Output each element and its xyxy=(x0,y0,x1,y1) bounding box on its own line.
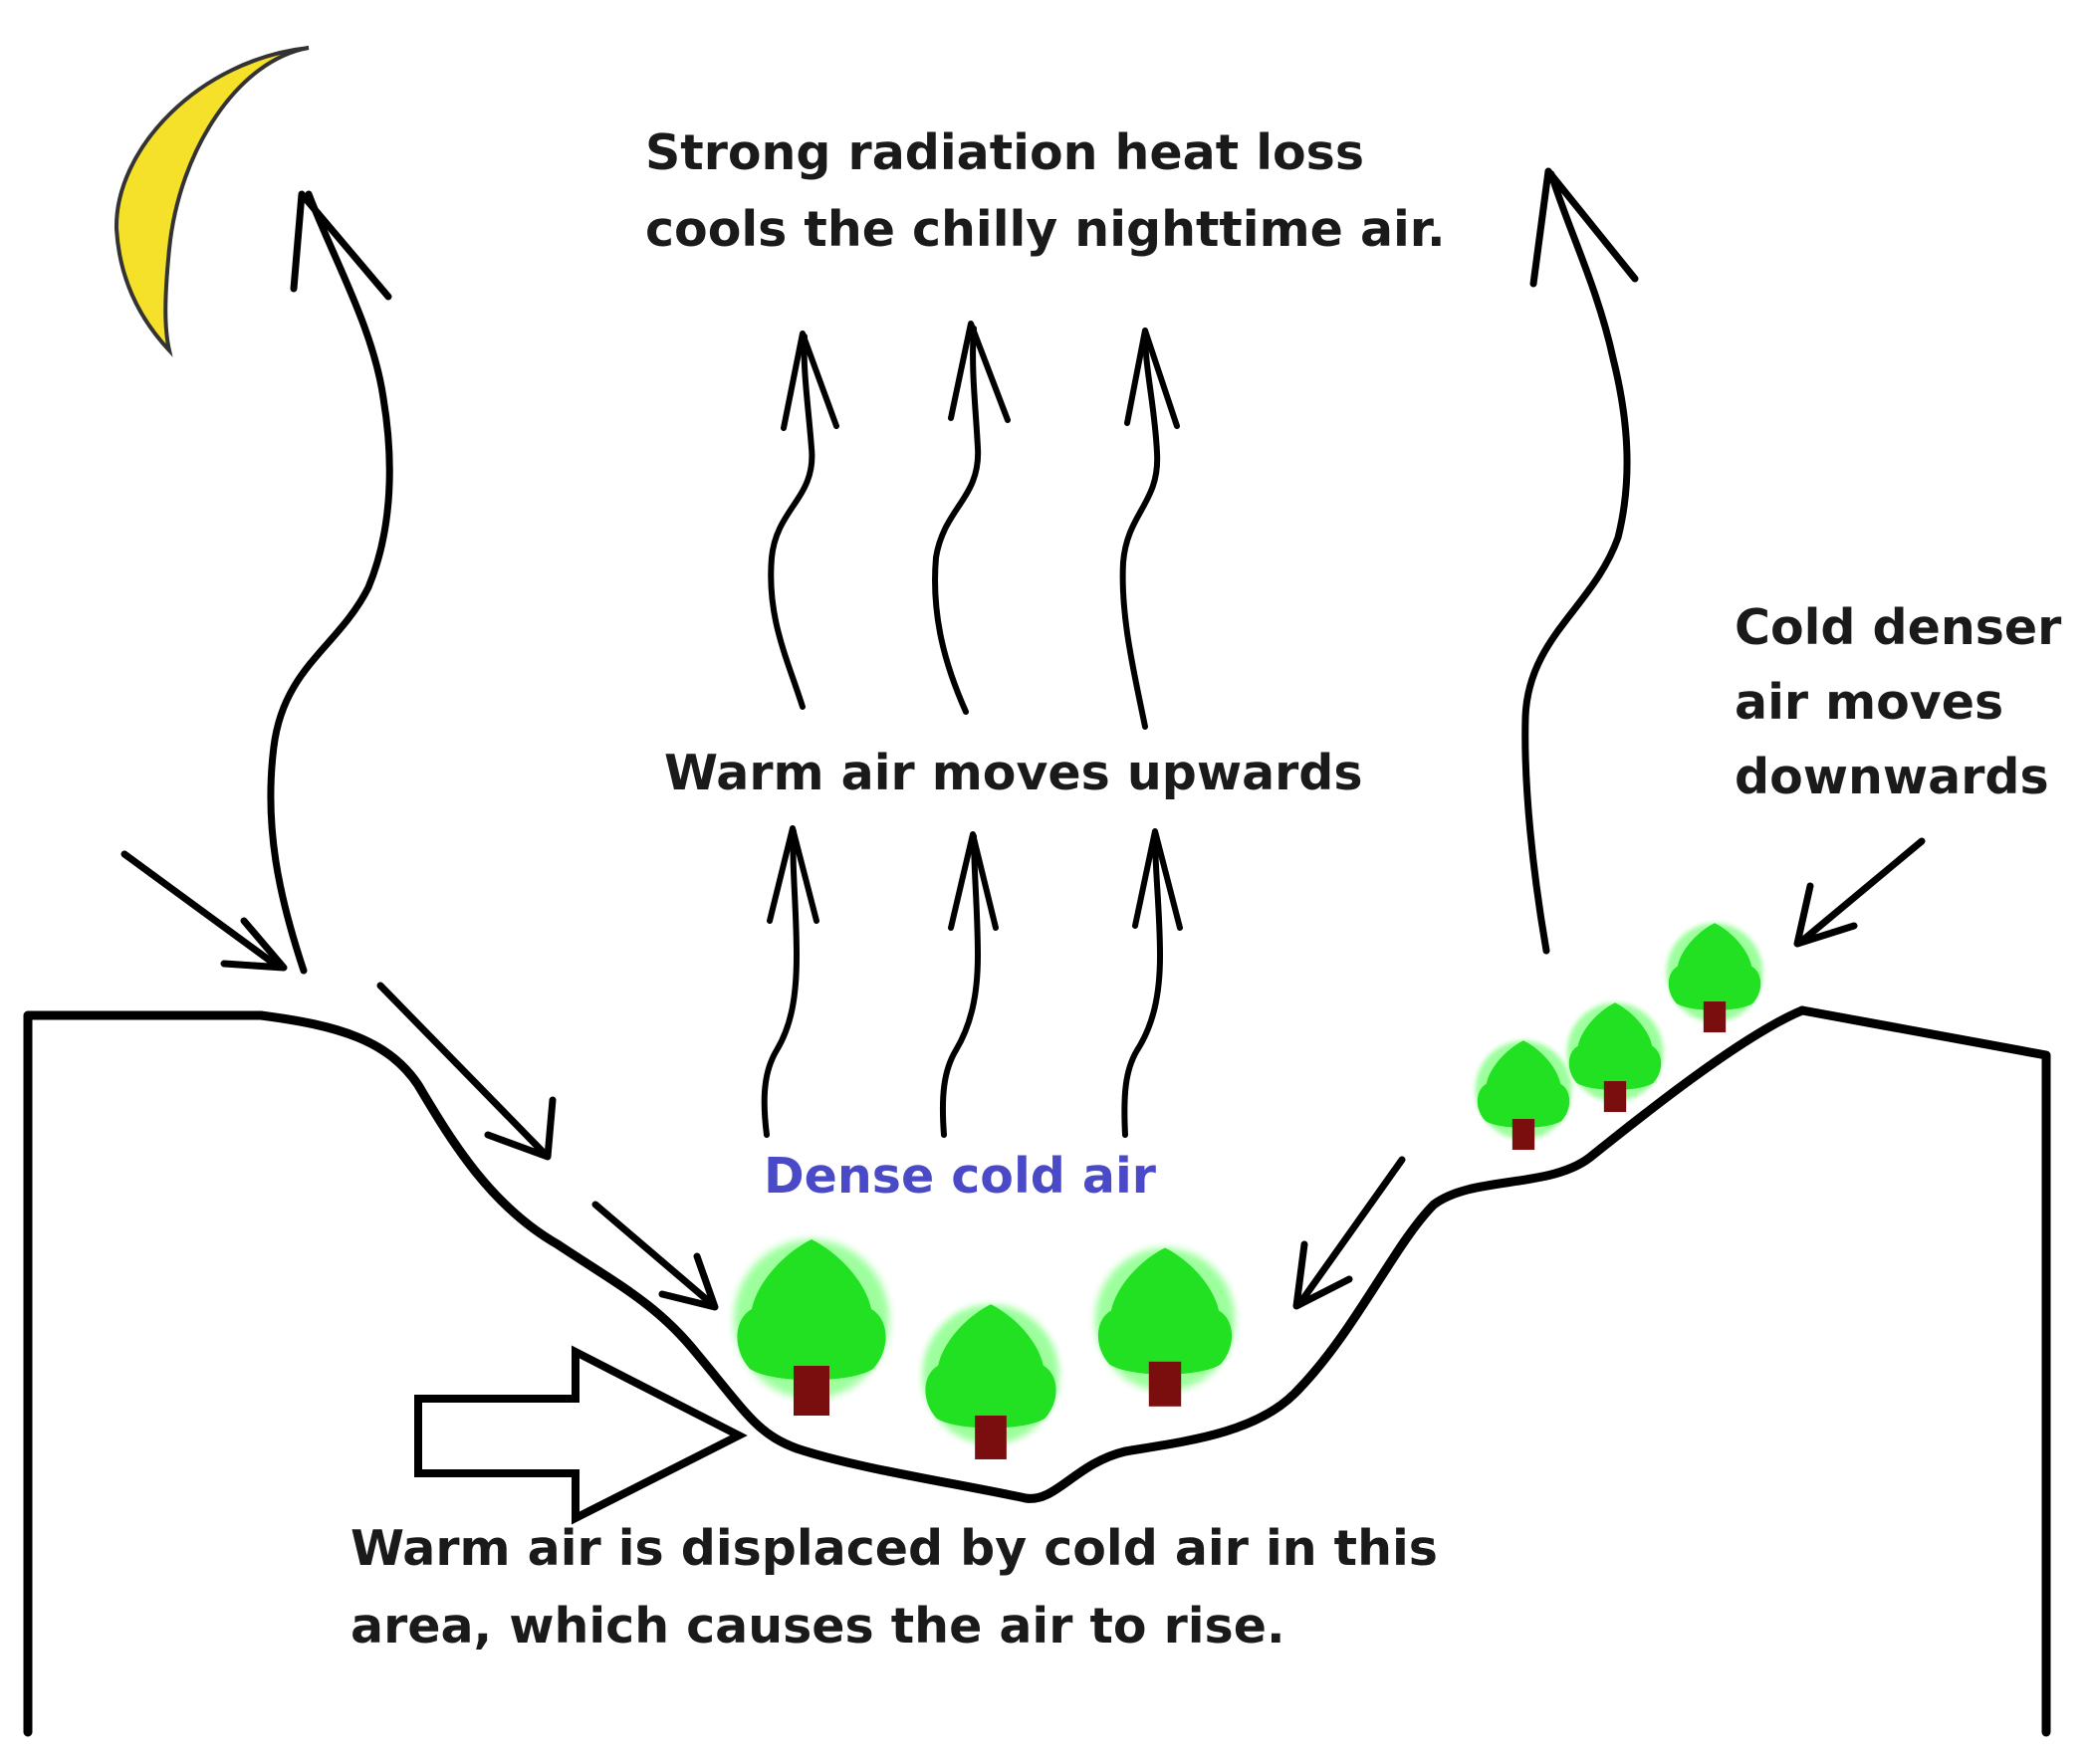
tree-icon xyxy=(1667,923,1763,1032)
tree-icon xyxy=(922,1304,1058,1459)
warm-air-up-label: Warm air moves upwards xyxy=(664,745,1363,801)
tree-icon xyxy=(1095,1248,1235,1407)
warm-air-displacement-arrow xyxy=(414,1345,748,1525)
cold-air-downward-arrows-left xyxy=(120,850,719,1311)
lower-warm-air-arrows xyxy=(761,825,1183,1138)
right-radiation-arrow xyxy=(1521,167,1639,955)
displaced-label-line1: Warm air is displaced by cold air in thi… xyxy=(350,1520,1438,1577)
displaced-label-line2: area, which causes the air to rise. xyxy=(350,1598,1285,1654)
cold-air-downward-arrows-right xyxy=(1292,837,1926,1310)
valley-ground-outline xyxy=(23,1005,2051,1737)
cold-denser-label-line2: air moves xyxy=(1735,674,2003,731)
left-radiation-arrow xyxy=(267,190,393,975)
upper-warm-air-arrows xyxy=(768,321,1180,730)
dense-cold-air-label: Dense cold air xyxy=(764,1148,1157,1205)
tree-icon xyxy=(1567,1002,1664,1112)
crescent-moon-icon xyxy=(114,46,310,357)
radiation-label-line2: cools the chilly nighttime air. xyxy=(645,201,1446,258)
tree-icon xyxy=(734,1239,889,1416)
cold-denser-label-line1: Cold denser xyxy=(1735,599,2062,656)
radiation-label-line1: Strong radiation heat loss xyxy=(645,124,1364,181)
tree-icon xyxy=(1476,1040,1572,1150)
cold-denser-label-line3: downwards xyxy=(1735,749,2049,805)
